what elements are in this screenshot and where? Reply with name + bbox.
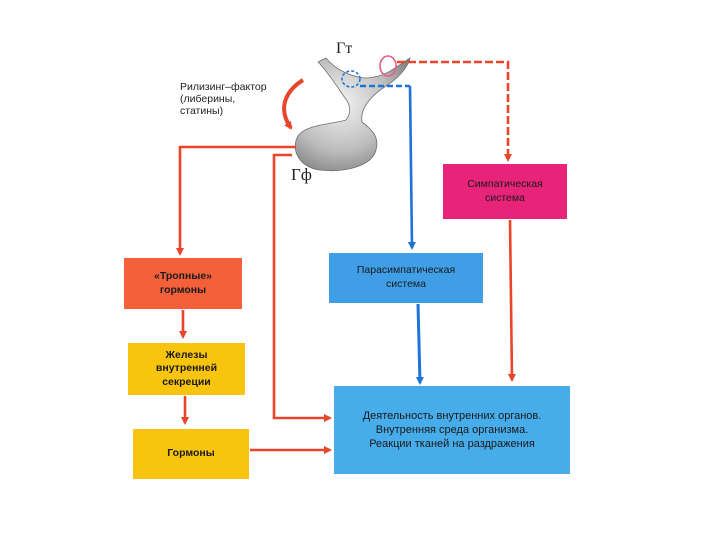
sympathetic-system-box: Симпатическая система bbox=[443, 164, 567, 219]
organ-activity-box: Деятельность внутренних органов. Внутрен… bbox=[334, 386, 570, 474]
gt-label: Гт bbox=[336, 40, 353, 57]
releasing-factor-label: Рилизинг–фактор (либерины, статины) bbox=[180, 81, 267, 118]
parasympathetic-to-activity-connector bbox=[415, 303, 424, 385]
sympathetic-nucleus-icon bbox=[379, 55, 397, 77]
gt-to-parasympathetic-connector-b bbox=[407, 85, 416, 250]
gf-to-activity-connector bbox=[272, 153, 332, 422]
gf-to-tropic-connector bbox=[176, 145, 296, 256]
gf-label: Гф bbox=[291, 165, 312, 184]
sympathetic-to-activity-connector bbox=[507, 219, 516, 382]
endocrine-glands-box: Железы внутренней секреции bbox=[128, 343, 245, 395]
gt-to-sympathetic-connector bbox=[397, 60, 512, 162]
hormones-box: Гормоны bbox=[133, 429, 249, 479]
releasing-factor-curved-arrow bbox=[282, 78, 305, 130]
tropic-hormones-box: «Тропные» гормоны bbox=[124, 258, 242, 309]
parasympathetic-system-box: Парасимпатическая система bbox=[329, 253, 483, 303]
parasympathetic-nucleus-icon bbox=[341, 70, 361, 88]
